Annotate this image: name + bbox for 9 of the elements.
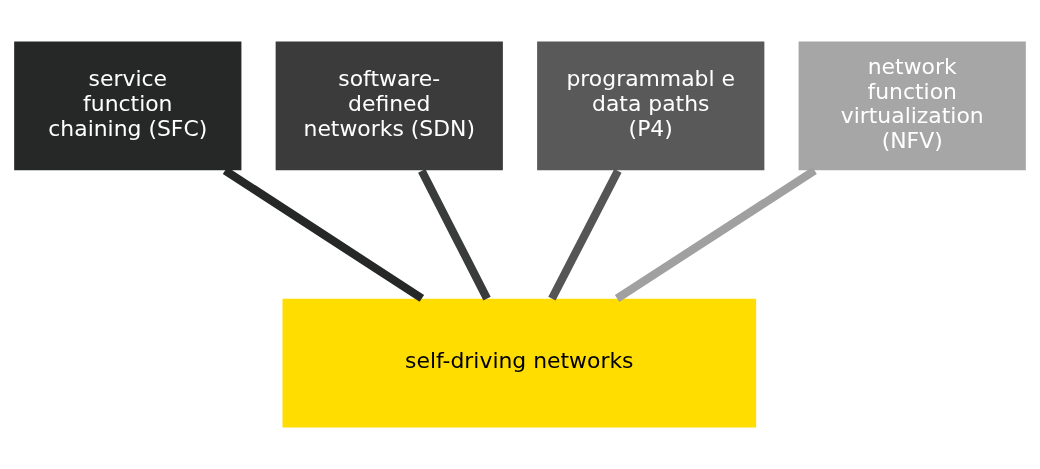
connector: [418, 168, 491, 301]
node-box: service function chaining (SFC): [14, 41, 242, 171]
connector: [222, 167, 425, 302]
node-box: software-defined networks (SDN): [275, 41, 503, 171]
node-box: self-driving networks: [282, 298, 757, 428]
connector: [548, 168, 622, 301]
node-box: network function virtualization (NFV): [798, 41, 1026, 171]
node-box: programmabl e data paths (P4): [537, 41, 765, 171]
connector: [614, 167, 817, 302]
